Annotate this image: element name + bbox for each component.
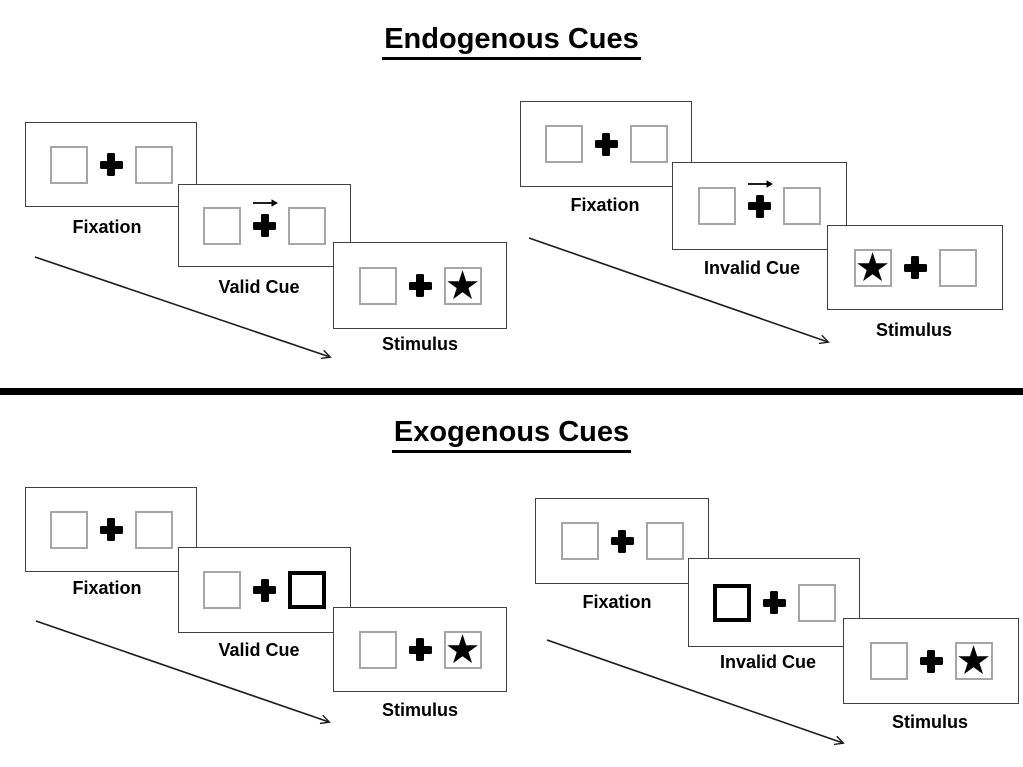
plus-icon xyxy=(919,649,943,673)
panel-valid-cue xyxy=(178,184,351,267)
star-icon: ★ xyxy=(854,244,891,291)
right-box xyxy=(629,125,668,163)
right-box: ★ xyxy=(443,262,482,309)
fixation-cross-icon xyxy=(253,199,278,237)
left-box xyxy=(698,187,736,225)
plus-icon xyxy=(253,214,276,237)
left-box xyxy=(358,266,397,305)
right-box xyxy=(797,583,836,622)
fixation-cross-icon xyxy=(919,649,943,673)
left-box xyxy=(869,642,908,680)
section-title-exogenous: Exogenous Cues xyxy=(0,416,1023,453)
star-icon: ★ xyxy=(444,626,481,673)
panel-stimulus: ★ xyxy=(843,618,1019,704)
star-icon: ★ xyxy=(955,638,992,684)
panel-label: Stimulus xyxy=(381,700,459,720)
panel-label: Fixation xyxy=(72,217,142,237)
panel-label: Fixation xyxy=(582,592,652,612)
cue-arrow-icon xyxy=(748,179,773,188)
sequence-arrow xyxy=(35,620,329,722)
panel-label: Fixation xyxy=(72,578,142,598)
panel-label: Invalid Cue xyxy=(719,652,817,672)
plus-icon xyxy=(762,591,786,614)
plus-icon xyxy=(903,256,927,279)
fixation-cross-icon xyxy=(408,274,432,297)
left-box xyxy=(712,583,751,622)
panel-stimulus: ★ xyxy=(333,607,507,692)
left-box xyxy=(560,522,599,560)
panel-label: Fixation xyxy=(570,195,640,215)
right-box xyxy=(938,248,977,287)
left-box xyxy=(203,571,241,609)
cue-arrow-icon xyxy=(253,199,278,207)
panel-label: Valid Cue xyxy=(218,277,300,297)
panel-valid-cue xyxy=(178,547,351,633)
panel-label: Valid Cue xyxy=(218,640,300,660)
plus-icon xyxy=(610,529,634,553)
sequence-arrow xyxy=(34,256,330,357)
panel-label: Invalid Cue xyxy=(703,258,801,278)
fixation-cross-icon xyxy=(99,153,123,176)
sequence-arrow xyxy=(546,639,843,743)
panel-stimulus: ★ xyxy=(827,225,1003,310)
panel-invalid-cue xyxy=(688,558,860,647)
fixation-cross-icon xyxy=(903,256,927,279)
left-box xyxy=(49,145,88,184)
right-box: ★ xyxy=(954,638,993,684)
plus-icon xyxy=(253,578,276,602)
right-box xyxy=(783,187,821,225)
panel-stimulus: ★ xyxy=(333,242,507,329)
left-box: ★ xyxy=(853,244,892,291)
panel-fixation xyxy=(25,487,197,572)
panel-fixation xyxy=(535,498,709,584)
fixation-cross-icon xyxy=(610,529,634,553)
right-box xyxy=(288,571,326,609)
right-box: ★ xyxy=(443,626,482,673)
panel-fixation xyxy=(25,122,197,207)
plus-icon xyxy=(594,132,618,156)
left-box xyxy=(544,125,583,163)
fixation-cross-icon xyxy=(762,591,786,614)
panel-invalid-cue xyxy=(672,162,847,250)
plus-icon xyxy=(408,274,432,297)
panel-label: Stimulus xyxy=(381,334,459,354)
panel-label: Stimulus xyxy=(875,320,953,340)
right-box xyxy=(134,510,173,549)
star-icon: ★ xyxy=(444,262,481,309)
sequence-arrow xyxy=(528,237,828,342)
panel-label: Stimulus xyxy=(891,712,969,732)
left-box xyxy=(49,510,88,549)
fixation-cross-icon xyxy=(253,578,276,602)
fixation-cross-icon xyxy=(748,179,773,218)
section-divider xyxy=(0,388,1023,395)
plus-icon xyxy=(748,194,771,218)
right-box xyxy=(288,206,326,245)
fixation-cross-icon xyxy=(408,638,432,661)
fixation-cross-icon xyxy=(99,518,123,541)
plus-icon xyxy=(99,518,123,541)
right-box xyxy=(645,522,684,560)
panel-fixation xyxy=(520,101,692,187)
fixation-cross-icon xyxy=(594,132,618,156)
plus-icon xyxy=(99,153,123,176)
left-box xyxy=(358,630,397,669)
left-box xyxy=(203,206,241,245)
plus-icon xyxy=(408,638,432,661)
right-box xyxy=(134,145,173,184)
section-title-endogenous: Endogenous Cues xyxy=(0,23,1023,60)
